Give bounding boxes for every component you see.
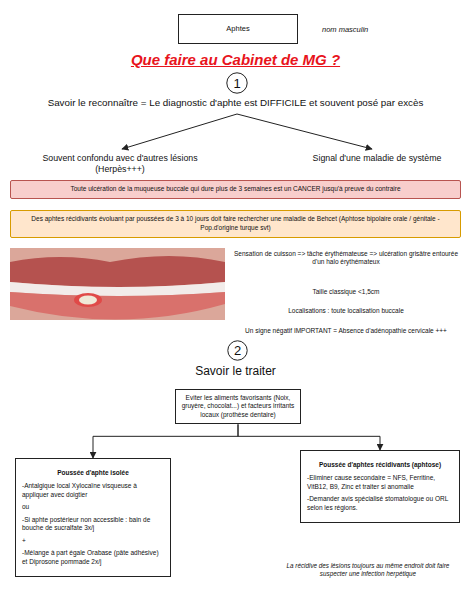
box-heading: Poussée d'aphte isolée [22, 469, 164, 477]
lower-lip [10, 292, 225, 320]
node-text: Eviter les aliments favorisants (Noix, g… [181, 394, 295, 419]
box-body: -Demander avis spécialisé stomatologue o… [307, 495, 453, 512]
branch-line [237, 114, 372, 149]
treatment-box: Poussée d'aphtes récidivants (aphtose) -E… [300, 450, 460, 523]
clinical-note: Sensation de cuisson => tâche érythémate… [232, 250, 460, 266]
step-circle: 1 [226, 72, 248, 94]
caption-note: La récidive des lésions toujours au même… [276, 562, 460, 578]
note-band: Des aphtes récidivants évoluant par pous… [10, 210, 461, 238]
box-body: -Antalgique local Xylocaïne visqueuse à … [22, 482, 164, 499]
branch-text: Signal d'une maladie de système [312, 153, 442, 164]
clinical-note: Taille classique <1,5cm [232, 288, 460, 296]
box-body: ou [22, 503, 164, 511]
box-body: + [22, 537, 164, 545]
advice-box: Eviter les aliments favorisants (Noix, g… [175, 389, 301, 424]
ulcer-halo [74, 293, 102, 307]
step-circle: 2 [227, 340, 248, 361]
box-body: -Si aphte postérieur non accessible : ba… [22, 516, 164, 533]
box-body: -Mélange à part égale Orabase (pâte adhé… [22, 549, 164, 566]
connector [238, 424, 380, 450]
branch-line [122, 114, 237, 149]
skin [10, 248, 225, 320]
term-box: Aphtes [178, 14, 298, 44]
teeth [10, 282, 225, 296]
branch-text: Souvent confondu avec d'autres lésions (… [35, 153, 205, 175]
section-heading: Savoir le reconnaître = Le diagnostic d'… [4, 97, 467, 109]
clinical-note: Un signe négatif IMPORTANT = Absence d'a… [232, 327, 460, 335]
node-text: 1 [233, 77, 240, 90]
node-text: Des aphtes récidivants évoluant par pous… [19, 215, 452, 233]
circle-shape [228, 341, 247, 360]
node-text: 2 [234, 344, 241, 357]
ulcer [79, 296, 97, 305]
warning-band: Toute ulcération de la muqueuse buccale … [10, 180, 461, 199]
node-text: Toute ulcération de la muqueuse buccale … [19, 185, 452, 194]
gender-note: nom masculin [322, 25, 422, 34]
connector [93, 424, 238, 458]
node-text: Aphtes [226, 24, 249, 34]
section-heading: Savoir le traiter [130, 364, 341, 379]
clinical-note: Localisations : toute localisation bucca… [232, 307, 460, 315]
box-body: -Eliminer cause secondaire = NFS, Ferrit… [307, 474, 453, 491]
circle-shape [227, 73, 247, 93]
treatment-box: Poussée d'aphte isolée -Antalgique local … [15, 458, 171, 577]
page-title: Que faire au Cabinet de MG ? [5, 51, 466, 70]
upper-lip [10, 256, 225, 287]
box-heading: Poussée d'aphtes récidivants (aphtose) [307, 461, 453, 469]
